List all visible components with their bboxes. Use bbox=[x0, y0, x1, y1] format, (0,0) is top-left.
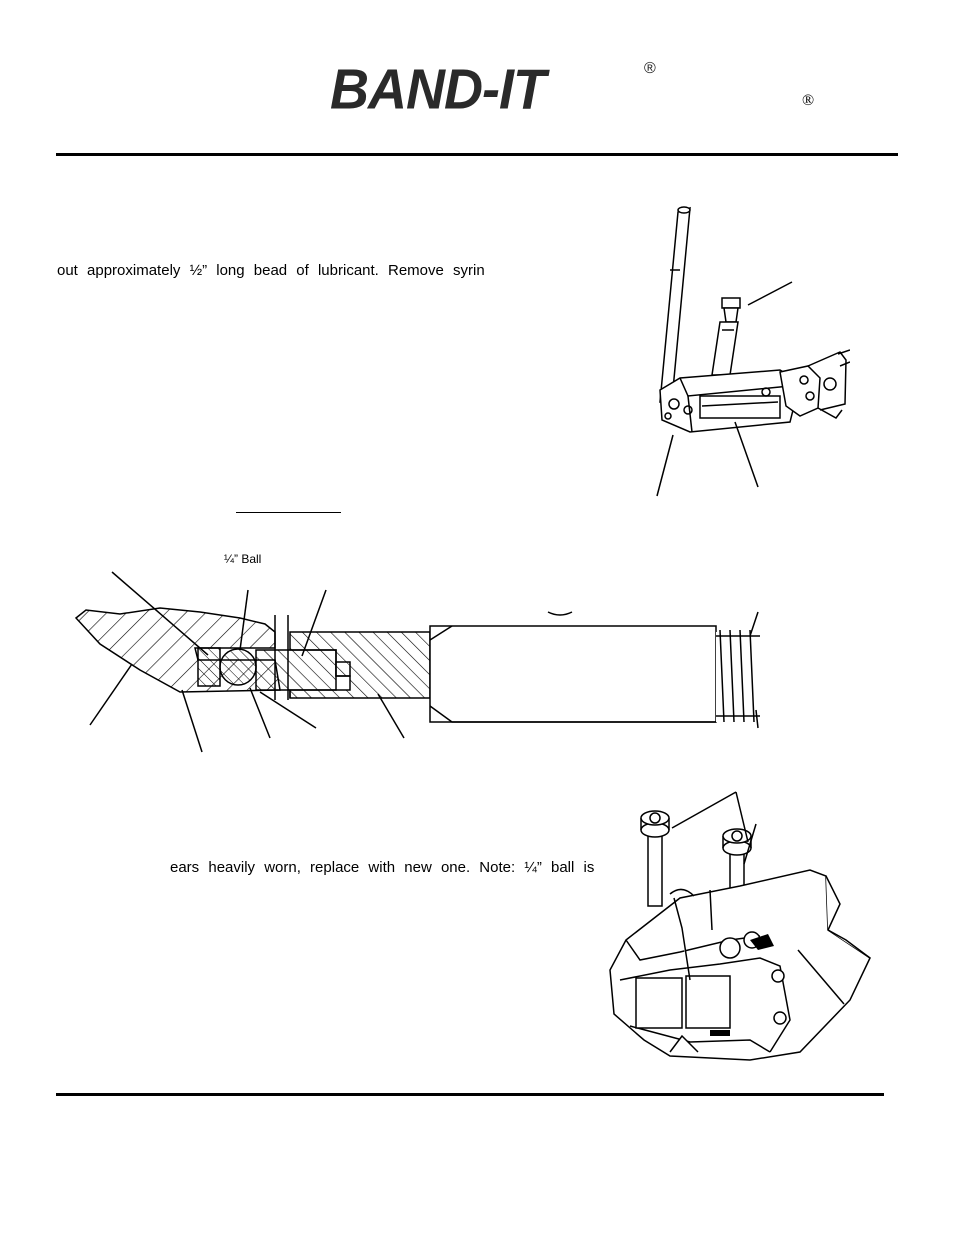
ball-label: ¼” Ball bbox=[224, 552, 262, 566]
header-rule bbox=[56, 153, 898, 156]
instruction-text-replace: ears heavily worn, replace with new one.… bbox=[170, 859, 595, 876]
tool-head-with-screws-illustration bbox=[609, 791, 871, 1061]
footer-rule bbox=[56, 1093, 884, 1096]
cross-section-diagram bbox=[74, 571, 760, 753]
tool-with-syringe-illustration bbox=[656, 206, 850, 497]
section-heading-underline bbox=[236, 512, 341, 513]
band-it-logo: BAND-IT ® bbox=[330, 57, 660, 121]
logo-text: BAND-IT bbox=[330, 57, 546, 121]
registered-mark: ® bbox=[802, 92, 815, 109]
instruction-text-lubricant: out approximately ½” long bead of lubric… bbox=[57, 262, 485, 279]
logo-registered-mark: ® bbox=[644, 60, 656, 77]
